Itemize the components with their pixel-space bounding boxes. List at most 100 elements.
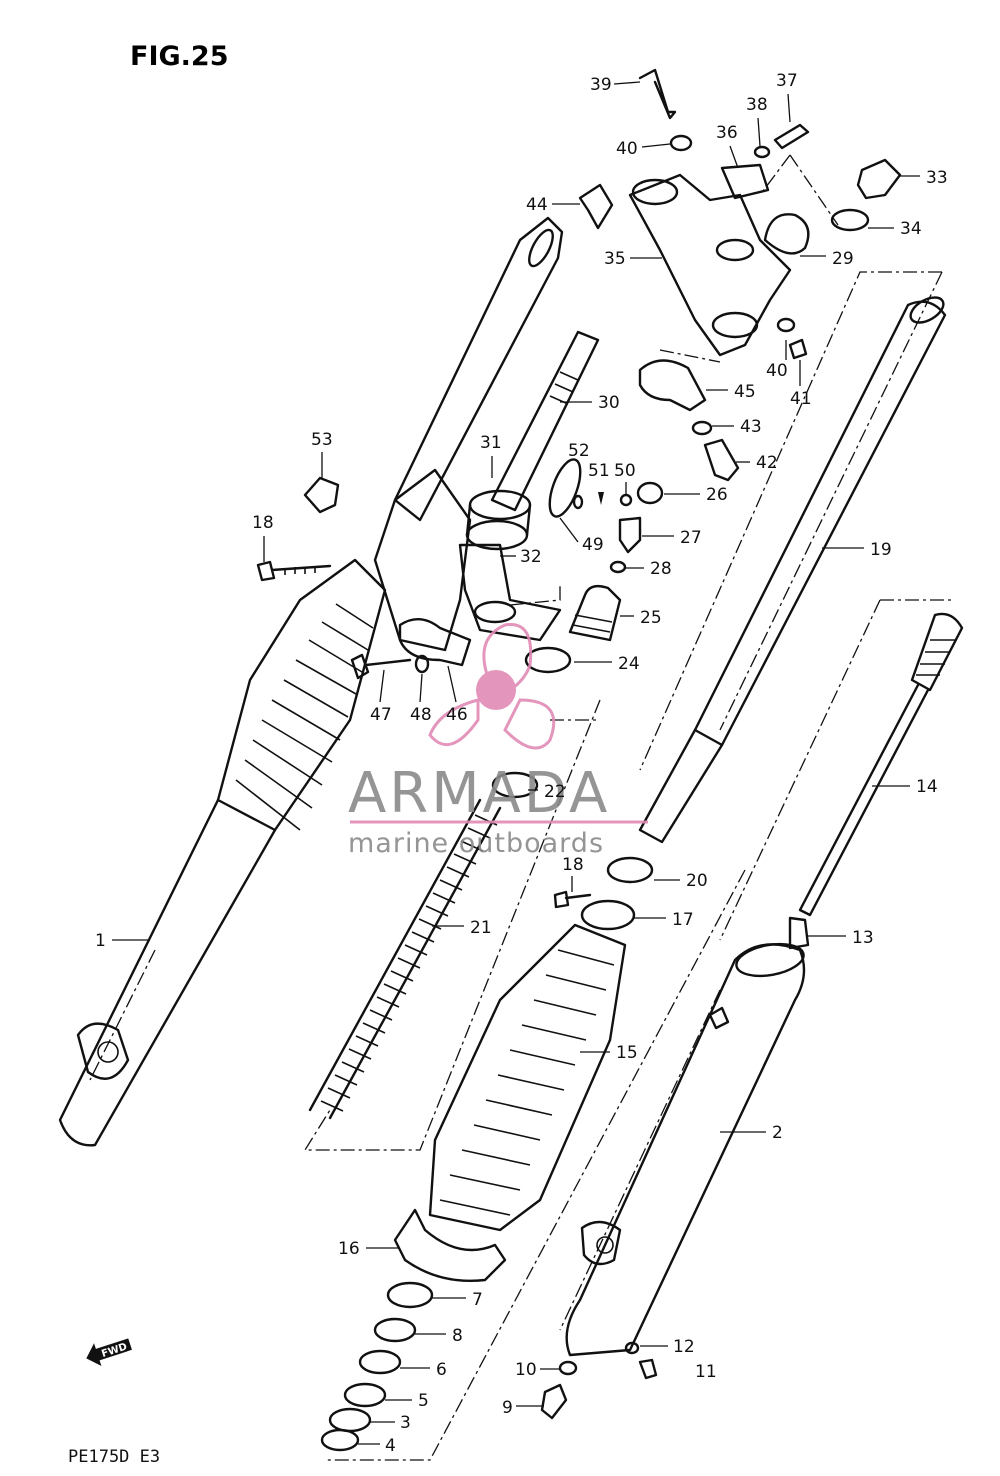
- svg-text:9: 9: [502, 1398, 513, 1418]
- callout-21: 21: [432, 918, 492, 938]
- callout-20: 20: [654, 871, 708, 891]
- callout-13: 13: [808, 928, 874, 948]
- svg-text:6: 6: [436, 1360, 447, 1380]
- svg-text:7: 7: [472, 1290, 483, 1310]
- svg-text:2: 2: [772, 1123, 783, 1143]
- callout-1: 1: [95, 931, 150, 951]
- callout-29: 29: [800, 249, 854, 269]
- svg-text:30: 30: [598, 393, 620, 413]
- svg-text:51: 51: [588, 461, 610, 481]
- callout-25: 25: [620, 608, 662, 628]
- svg-text:8: 8: [452, 1326, 463, 1346]
- bolt-18-lower: [553, 890, 592, 909]
- callout-44: 44: [526, 195, 580, 215]
- clip-44: [578, 183, 614, 230]
- clamp-16: [393, 1208, 507, 1282]
- fwd-label: FWD: [100, 1341, 128, 1360]
- arrow-left-icon: [86, 1338, 132, 1367]
- svg-text:4: 4: [385, 1436, 396, 1456]
- callout-27: 27: [642, 528, 702, 548]
- callout-51: 51: [588, 461, 610, 481]
- callout-14: 14: [872, 777, 938, 797]
- svg-text:21: 21: [470, 918, 492, 938]
- bolt-33: [856, 158, 902, 200]
- svg-text:41: 41: [790, 389, 812, 409]
- svg-text:38: 38: [746, 95, 768, 115]
- bolt-18-upper: [256, 560, 332, 582]
- callout-16: 16: [338, 1239, 400, 1259]
- callout-40-upper: 40: [616, 139, 671, 159]
- svg-text:40: 40: [616, 139, 638, 159]
- callout-43: 43: [712, 417, 762, 437]
- svg-text:31: 31: [480, 433, 502, 453]
- callout-40-lower: 40: [766, 340, 788, 381]
- cap-nut: [763, 213, 810, 255]
- svg-text:48: 48: [410, 705, 432, 725]
- callout-36: 36: [716, 123, 739, 169]
- right-fork-tube: [638, 296, 947, 844]
- model-code: PE175D E3: [68, 1447, 160, 1467]
- callout-52: 52: [568, 441, 590, 461]
- callout-18-lower: 18: [562, 855, 584, 892]
- svg-text:53: 53: [311, 430, 333, 450]
- callout-5: 5: [385, 1391, 429, 1411]
- callout-50: 50: [614, 461, 636, 494]
- svg-text:34: 34: [900, 219, 922, 239]
- lower-bracket: [458, 543, 562, 642]
- guide-45: [638, 359, 707, 412]
- callout-35: 35: [604, 249, 662, 269]
- bolt-42: [703, 438, 740, 482]
- callout-31: 31: [480, 433, 502, 478]
- callout-22: 22: [528, 782, 566, 802]
- svg-text:18: 18: [252, 513, 274, 533]
- callout-38: 38: [746, 95, 768, 147]
- callout-33: 33: [900, 168, 948, 188]
- svg-text:18: 18: [562, 855, 584, 875]
- callout-labels: 1 2 3 4 5 6 7 8 9 10 11 12 13 14 15 16 1…: [95, 71, 948, 1456]
- svg-text:1: 1: [95, 931, 106, 951]
- svg-text:45: 45: [734, 382, 756, 402]
- callout-45: 45: [706, 382, 756, 402]
- svg-text:11: 11: [695, 1362, 717, 1382]
- svg-text:28: 28: [650, 559, 672, 579]
- svg-text:47: 47: [370, 705, 392, 725]
- svg-text:15: 15: [616, 1043, 638, 1063]
- figure-title: FIG.25: [130, 41, 228, 72]
- fwd-direction-marker: FWD: [86, 1338, 132, 1367]
- svg-text:19: 19: [870, 540, 892, 560]
- watermark-brand: ARMADA: [348, 761, 610, 826]
- svg-text:12: 12: [673, 1337, 695, 1357]
- svg-text:13: 13: [852, 928, 874, 948]
- propeller-icon: [428, 623, 556, 750]
- svg-text:5: 5: [418, 1391, 429, 1411]
- svg-text:36: 36: [716, 123, 738, 143]
- svg-text:50: 50: [614, 461, 636, 481]
- svg-text:26: 26: [706, 485, 728, 505]
- callout-15: 15: [580, 1043, 638, 1063]
- callout-2: 2: [720, 1123, 783, 1143]
- callout-4: 4: [358, 1436, 396, 1456]
- svg-text:14: 14: [916, 777, 938, 797]
- watermark-logo: ARMADA marine outboards: [348, 623, 648, 859]
- front-fork-drawing: [58, 68, 964, 1461]
- svg-text:20: 20: [686, 871, 708, 891]
- svg-text:49: 49: [582, 535, 604, 555]
- bolt-37: [773, 123, 810, 150]
- svg-text:27: 27: [680, 528, 702, 548]
- svg-text:35: 35: [604, 249, 626, 269]
- fork-spring: [308, 798, 502, 1120]
- svg-text:39: 39: [590, 75, 612, 95]
- callout-30: 30: [560, 393, 620, 413]
- svg-text:25: 25: [640, 608, 662, 628]
- callout-32: 32: [500, 547, 542, 567]
- svg-text:40: 40: [766, 361, 788, 381]
- damper-rod: [798, 612, 964, 917]
- callout-46: 46: [446, 665, 468, 725]
- svg-text:43: 43: [740, 417, 762, 437]
- svg-text:37: 37: [776, 71, 798, 91]
- svg-text:22: 22: [544, 782, 566, 802]
- callout-39: 39: [590, 75, 641, 95]
- callout-42: 42: [736, 453, 778, 473]
- svg-text:29: 29: [832, 249, 854, 269]
